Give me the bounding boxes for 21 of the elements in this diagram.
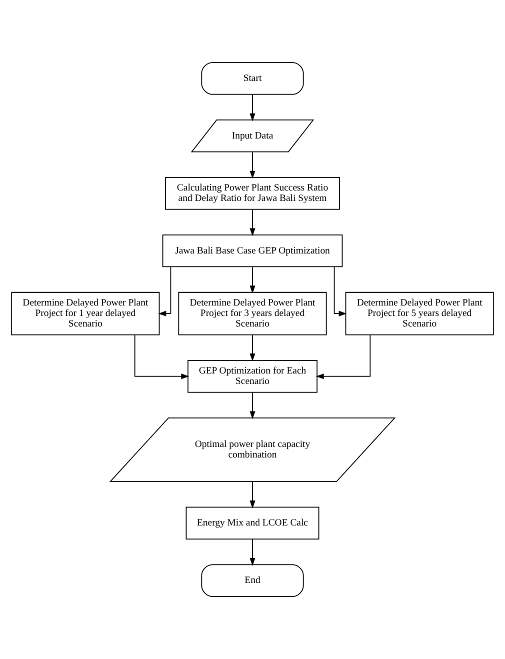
arrow	[250, 94, 256, 122]
arrow	[158, 266, 172, 316]
node-box: GEP Optimization for Each Scenario	[188, 360, 318, 393]
arrow	[134, 334, 190, 380]
node-box: Jawa Bali Base Case GEP Optimization	[162, 234, 343, 268]
node-box: Calculating Power Plant Success Ratio and Delay Ratio for Jawa Bali System	[164, 177, 340, 210]
arrow	[250, 266, 256, 294]
node-box: Determine Delayed Power Plant Project for 5 years delayed Scenario	[345, 292, 494, 336]
node-box: Start	[201, 62, 304, 95]
arrow	[250, 538, 256, 566]
arrow	[250, 151, 256, 179]
node-box: End	[201, 564, 304, 597]
arrow	[250, 208, 256, 236]
arrow	[250, 334, 256, 362]
node-box: Determine Delayed Power Plant Project for 3 years delayed Scenario	[178, 292, 327, 336]
arrow	[334, 266, 347, 316]
node-box: Energy Mix and LCOE Calc	[186, 506, 320, 540]
arrow	[250, 392, 256, 420]
arrow	[316, 334, 371, 380]
node-box: Determine Delayed Power Plant Project for 1 year delayed Scenario	[11, 292, 160, 336]
arrow	[250, 481, 256, 508]
